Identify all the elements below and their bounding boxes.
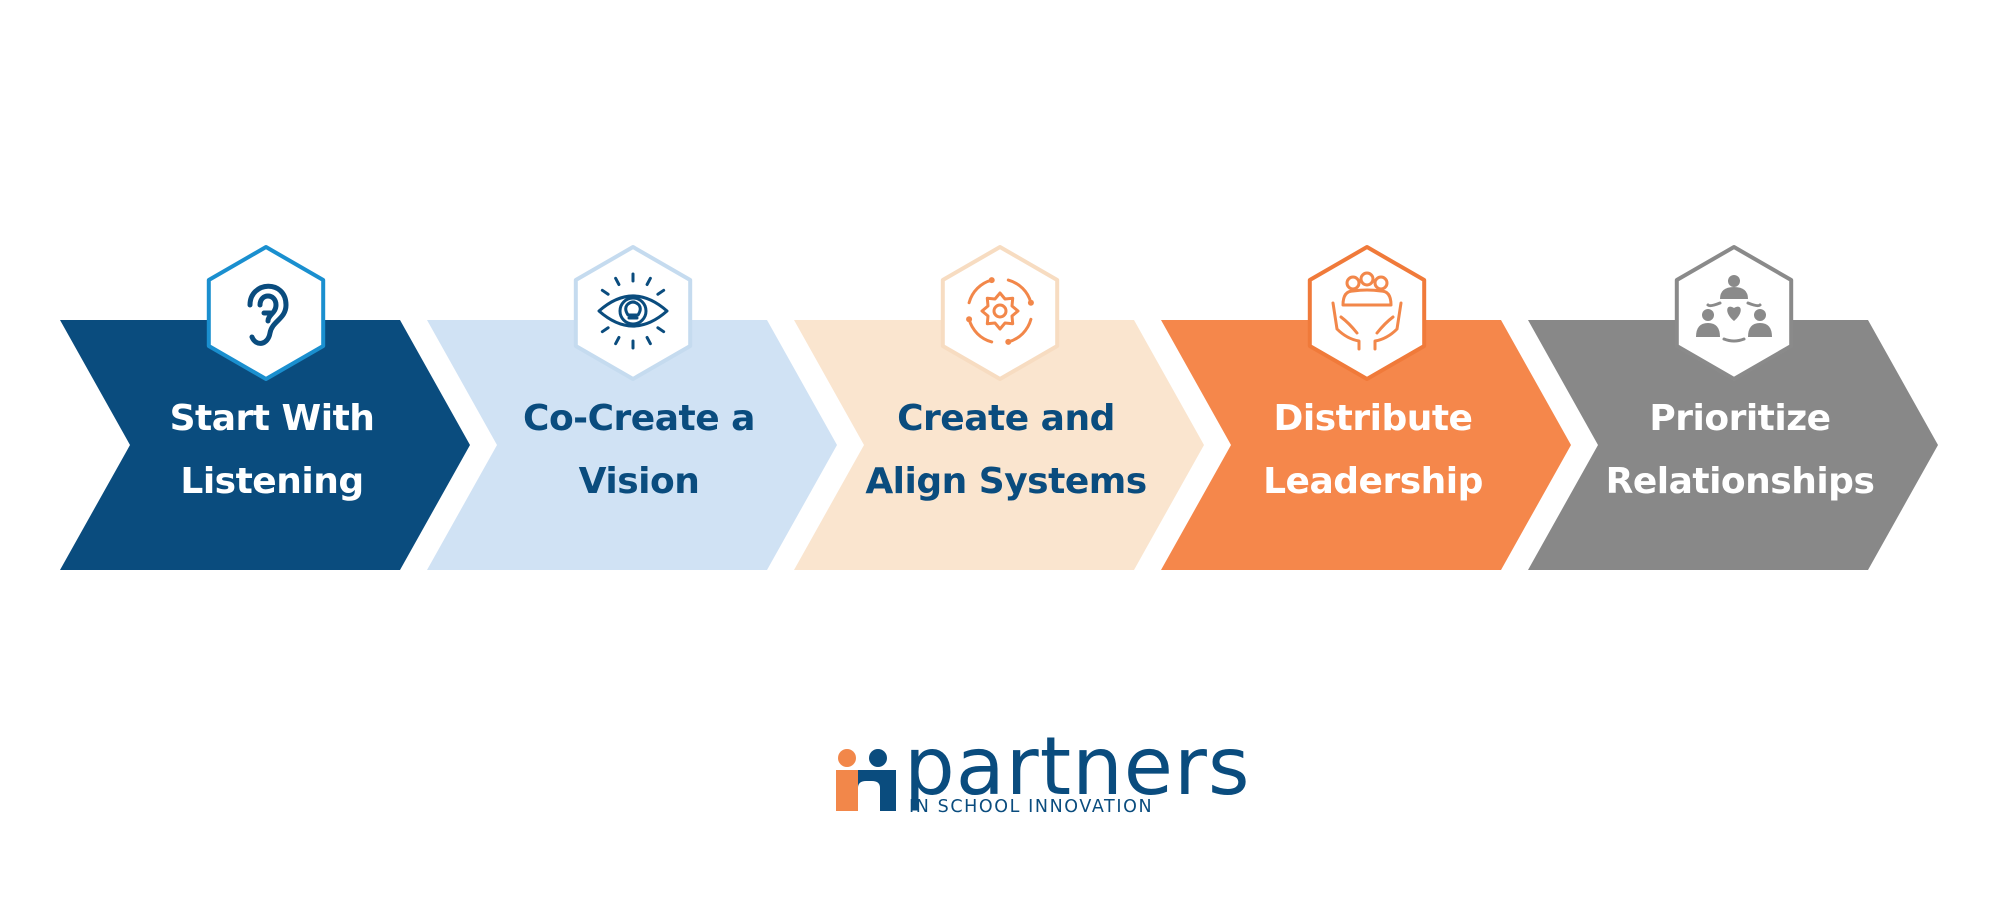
step-label-line1: Prioritize (1649, 398, 1830, 439)
step-hexagon-badge (206, 245, 326, 381)
partners-logo: partners IN SCHOOL INNOVATION (836, 720, 1251, 817)
step-arrow-shape (1528, 320, 1938, 570)
step-arrow-shape (60, 320, 470, 570)
step-label-line2: Listening (180, 461, 363, 502)
step-hexagon-badge (573, 245, 693, 381)
eye-lightbulb-icon (597, 272, 669, 350)
step-hexagon-badge (1307, 245, 1427, 381)
step-label-line1: Create and (897, 398, 1115, 439)
logo-mark-icon (836, 749, 896, 811)
step-label-line2: Vision (579, 461, 700, 502)
logo-tagline: IN SCHOOL INNOVATION (909, 797, 1153, 817)
step-label-line2: Align Systems (865, 461, 1146, 502)
step-label-line2: Leadership (1263, 461, 1483, 502)
step-arrow-shape (1161, 320, 1571, 570)
step-vision: Co-Create a Vision (427, 245, 837, 570)
step-arrow-shape (427, 320, 837, 570)
group-hands-icon (1331, 271, 1403, 351)
step-hexagon-badge (1674, 245, 1794, 381)
step-label-line1: Distribute (1274, 398, 1473, 439)
logo-wordmark: partners (904, 720, 1251, 813)
step-label-line1: Co-Create a (523, 398, 755, 439)
gear-cycle-icon (966, 277, 1034, 345)
step-hexagon-badge (940, 245, 1060, 381)
step-label-line1: Start With (170, 398, 375, 439)
ear-icon (247, 283, 289, 346)
step-label-line2: Relationships (1606, 461, 1875, 502)
step-arrow-shape (794, 320, 1204, 570)
people-circle-icon (1696, 275, 1772, 343)
